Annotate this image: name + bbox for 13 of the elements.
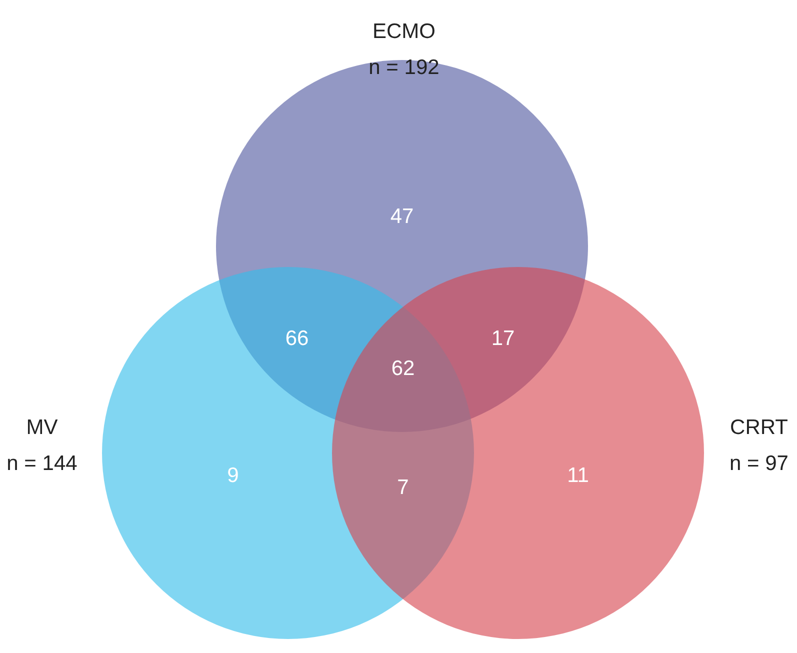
region-count: 66 <box>285 327 309 351</box>
set-name: CRRT <box>730 415 788 441</box>
set-size: n = 97 <box>730 451 788 477</box>
set-name: MV <box>26 415 58 441</box>
region-count: 62 <box>391 357 415 381</box>
region-count: 47 <box>390 205 414 229</box>
region-count: 7 <box>397 476 409 500</box>
set-name: ECMO <box>372 19 436 45</box>
set-size: n = 192 <box>368 55 440 81</box>
set-size: n = 144 <box>6 451 78 477</box>
region-count: 17 <box>491 327 515 351</box>
region-count: 9 <box>227 464 239 488</box>
region-count: 11 <box>567 464 589 488</box>
